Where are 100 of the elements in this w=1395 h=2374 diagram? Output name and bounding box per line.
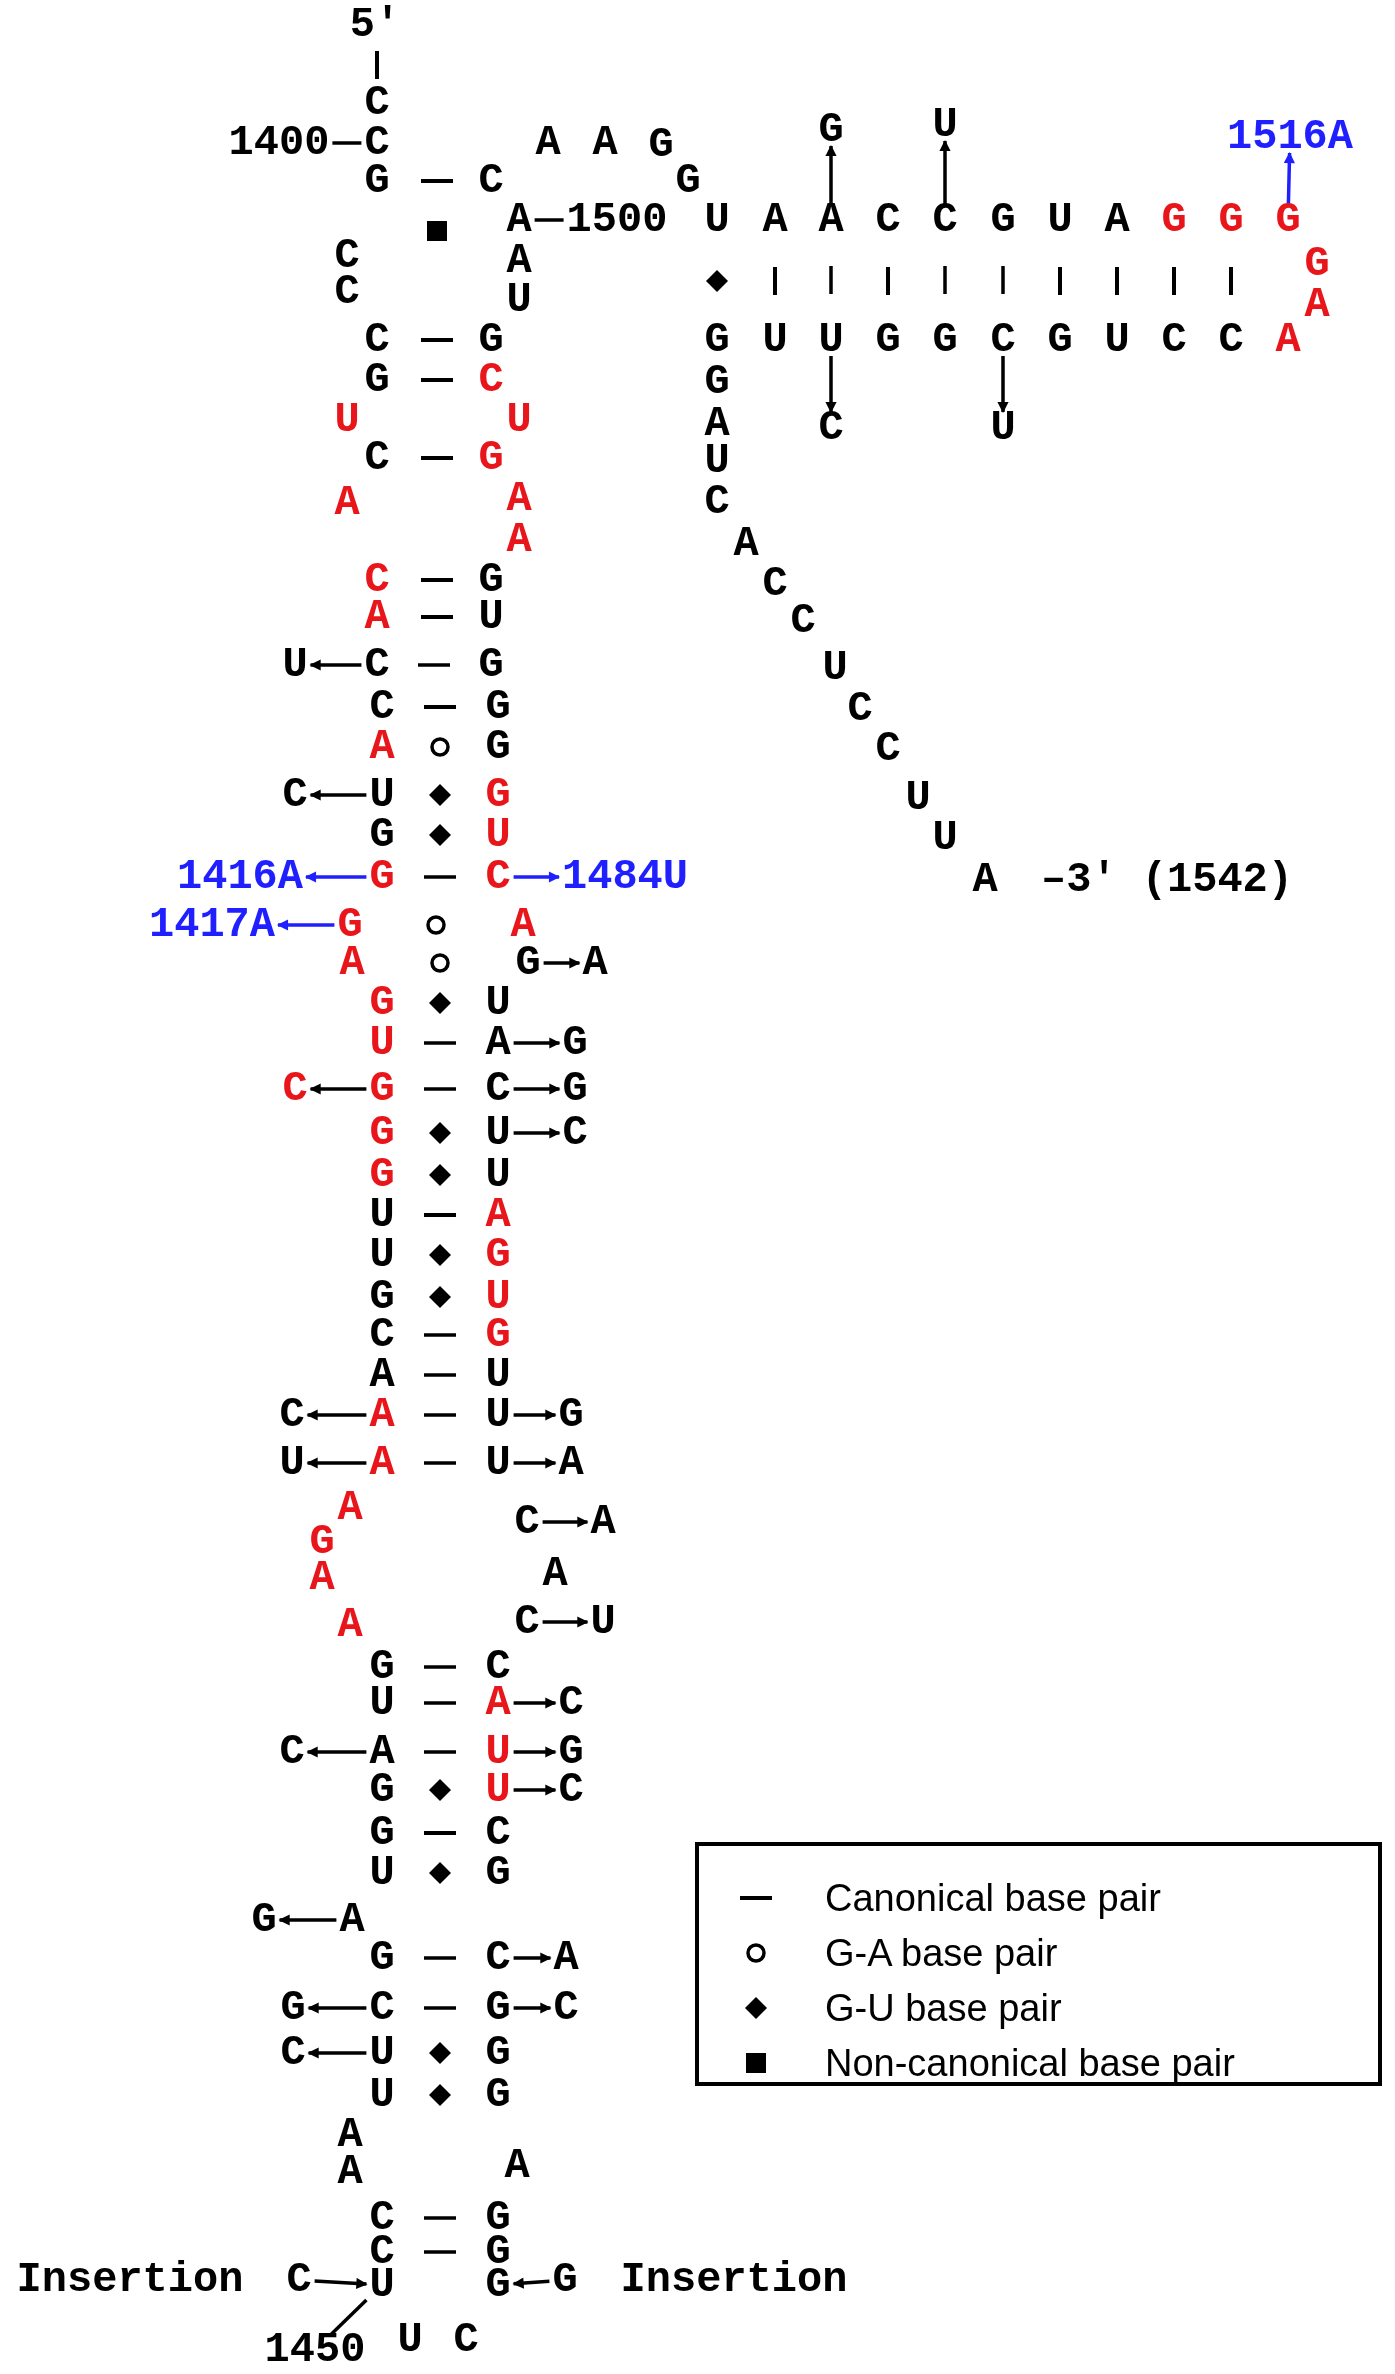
nucleotide-letter: G [704,361,730,403]
nucleotide-letter: G [478,319,504,361]
nucleotide-letter: U [590,1601,616,1643]
nucleotide-letter: U [990,407,1016,449]
nucleotide-letter: G [990,199,1016,241]
nucleotide-letter: G [1275,199,1301,241]
nucleotide-letter: U [932,817,958,859]
arrow [512,2277,550,2289]
base-pair-line [424,875,456,879]
nucleotide-letter: C [478,160,504,202]
nucleotide-letter: U [822,647,848,689]
nucleotide-letter: G [369,1112,395,1154]
arrow [513,1083,561,1095]
nucleotide-letter: C [514,1501,540,1543]
nucleotide-letter: G [485,2074,511,2116]
nucleotide-letter: U [485,982,511,1024]
nucleotide-letter: G [552,2259,578,2301]
nucleotide-letter: G [675,160,701,202]
nucleotide-letter: A [504,2145,530,2187]
strand-end-label: 5′ [349,4,401,46]
nucleotide-letter: C [1161,319,1187,361]
nucleotide-letter: G [485,774,511,816]
nucleotide-letter: G [364,359,390,401]
base-pair-line [424,1333,456,1337]
nucleotide-letter: G [1304,243,1330,285]
base-pair-line [424,1413,456,1417]
nucleotide-letter: A [485,1194,511,1236]
nucleotide-letter: G [485,1987,511,2029]
nucleotide-letter: G [369,856,395,898]
nucleotide-letter: U [704,199,730,241]
nucleotide-letter: U [279,1442,305,1484]
insertion-label: Insertion [16,2259,244,2301]
nucleotide-letter: G [1218,199,1244,241]
legend-text: Canonical base pair [825,1879,1161,1917]
nucleotide-letter: U [369,1022,395,1064]
nucleotide-letter: C [553,1987,579,2029]
nucleotide-letter: A [485,1682,511,1724]
arrow [513,871,561,883]
nucleotide-letter: U [905,777,931,819]
nucleotide-letter: C [790,600,816,642]
nucleotide-letter: A [309,1557,335,1599]
nucleotide-letter: C [286,2259,312,2301]
base-pair-line [424,2250,456,2254]
nucleotide-letter: A [733,523,759,565]
arrow [278,1914,337,1926]
nucleotide-letter: G [485,1852,511,1894]
base-pair-line [424,1956,456,1960]
nucleotide-letter: C [478,359,504,401]
nucleotide-letter: A [369,1354,395,1396]
nucleotide-letter: U [369,1852,395,1894]
nucleotide-letter: G [562,1022,588,1064]
nucleotide-letter: G [485,2264,511,2306]
leader-line [332,141,362,145]
legend-text: G-A base pair [825,1934,1058,1972]
base-pair-line [424,1087,456,1091]
nucleotide-letter: G [369,1812,395,1854]
arrow [513,2002,552,2014]
nucleotide-letter: G [369,1068,395,1110]
nucleotide-letter: C [485,856,511,898]
nucleotide-letter: C [1218,319,1244,361]
nucleotide-letter: C [875,199,901,241]
nucleotide-letter: A [337,1604,363,1646]
nucleotide-letter: C [558,1682,584,1724]
nucleotide-letter: G [369,982,395,1024]
nucleotide-letter: G [251,1899,277,1941]
base-pair-line [424,1373,456,1377]
nucleotide-letter: U [369,1234,395,1276]
nucleotide-letter: C [562,1112,588,1154]
nucleotide-letter: C [364,319,390,361]
nucleotide-letter: C [932,199,958,241]
nucleotide-letter: A [485,1022,511,1064]
nucleotide-letter: A [590,1501,616,1543]
arrow [276,919,335,931]
nucleotide-letter: G [485,1234,511,1276]
nucleotide-letter: U [506,279,532,321]
base-pair-line [424,1461,456,1465]
nucleotide-letter: C [369,686,395,728]
nucleotide-letter: C [364,437,390,479]
nucleotide-letter: G [1161,199,1187,241]
arrow [513,1457,557,1469]
strand-end-label: –3′ (1542) [1041,859,1293,901]
nucleotide-letter: U [506,399,532,441]
arrow [306,1746,367,1758]
arrow [825,144,837,204]
nucleotide-letter: A [553,1937,579,1979]
arrow [543,957,581,969]
nucleotide-letter: C [364,82,390,124]
nucleotide-letter: C [847,688,873,730]
nucleotide-letter: U [485,1354,511,1396]
nucleotide-letter: U [818,319,844,361]
nucleotide-letter: G [558,1394,584,1436]
mutation-label: 1416A [177,856,303,898]
nucleotide-letter: C [279,1394,305,1436]
nucleotide-letter: A [972,859,998,901]
arrow [542,1616,589,1628]
nucleotide-letter: A [506,240,532,282]
nucleotide-letter: U [369,1194,395,1236]
nucleotide-letter: A [506,199,532,241]
nucleotide-letter: C [282,1068,308,1110]
base-pair-line [418,663,450,667]
